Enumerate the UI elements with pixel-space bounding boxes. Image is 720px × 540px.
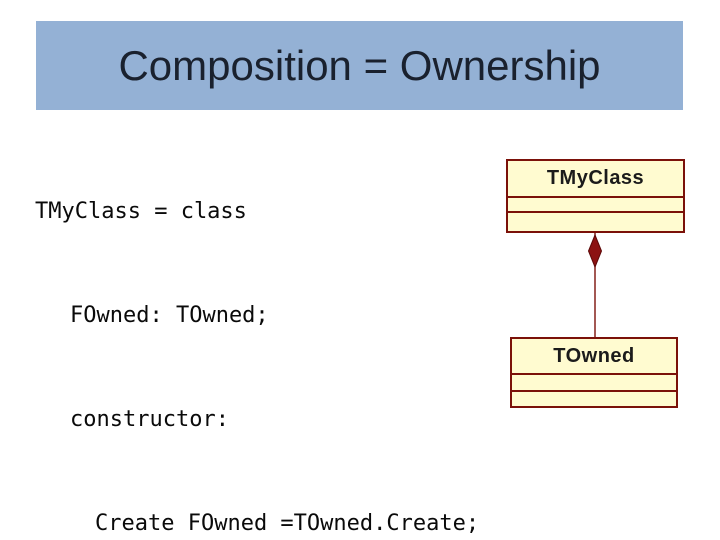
uml-class-name-towned: TOwned xyxy=(512,339,676,375)
title-bar: Composition = Ownership xyxy=(36,21,683,110)
code-block: TMyClass = class FOwned: TOwned; constru… xyxy=(35,126,479,540)
code-line-1: TMyClass = class xyxy=(35,199,247,225)
code-line-2: FOwned: TOwned; xyxy=(70,302,269,328)
uml-class-tmyclass: TMyClass xyxy=(506,159,685,233)
uml-class-towned: TOwned xyxy=(510,337,678,408)
composition-connector xyxy=(587,233,603,337)
code-line-4: Create FOwned =TOwned.Create; xyxy=(95,510,480,536)
code-line-3: constructor: xyxy=(70,406,229,432)
uml-attributes-compartment xyxy=(512,375,676,392)
composition-diamond-icon xyxy=(587,233,603,269)
slide-title: Composition = Ownership xyxy=(118,41,601,89)
uml-attributes-compartment xyxy=(508,198,683,213)
uml-class-name-tmyclass: TMyClass xyxy=(508,161,683,198)
